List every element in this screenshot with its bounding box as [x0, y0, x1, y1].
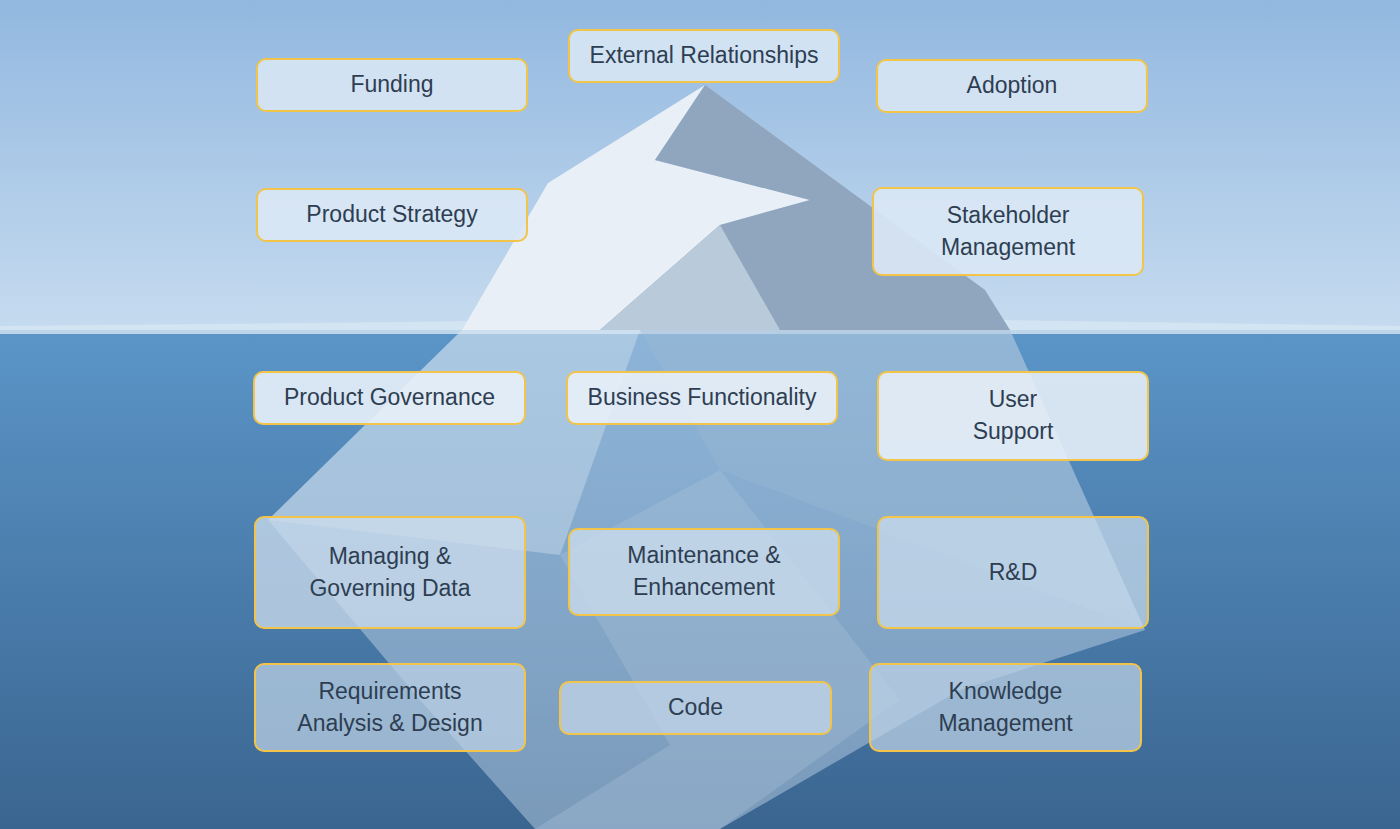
topic-box: Adoption [876, 59, 1148, 113]
topic-box: Product Governance [253, 371, 526, 425]
topic-box: Funding [256, 58, 528, 112]
topic-label: Managing & Governing Data [303, 541, 478, 604]
topic-label: External Relationships [590, 40, 819, 72]
topic-label: R&D [989, 557, 1038, 589]
topic-label: Funding [350, 69, 433, 101]
topic-box: External Relationships [568, 29, 840, 83]
topic-box: R&D [877, 516, 1149, 629]
topic-box: Maintenance & Enhancement [568, 528, 840, 616]
topic-label: Stakeholder Management [928, 200, 1088, 263]
topic-box: Business Functionality [566, 371, 838, 425]
topic-label: Adoption [967, 70, 1058, 102]
topic-box: Requirements Analysis & Design [254, 663, 526, 752]
topic-box: User Support [877, 371, 1149, 461]
topic-box: Stakeholder Management [872, 187, 1144, 276]
topic-label: Product Strategy [306, 199, 477, 231]
topic-box: Knowledge Management [869, 663, 1142, 752]
topic-label: Requirements Analysis & Design [288, 676, 493, 739]
topic-label: Business Functionality [588, 382, 817, 414]
topic-box: Product Strategy [256, 188, 528, 242]
topic-box: Code [559, 681, 832, 735]
topic-box: Managing & Governing Data [254, 516, 526, 629]
topic-label: Code [668, 692, 723, 724]
topic-label: Knowledge Management [926, 676, 1086, 739]
topic-label: Maintenance & Enhancement [614, 540, 794, 603]
topic-label: User Support [963, 384, 1063, 447]
topic-label: Product Governance [284, 382, 495, 414]
